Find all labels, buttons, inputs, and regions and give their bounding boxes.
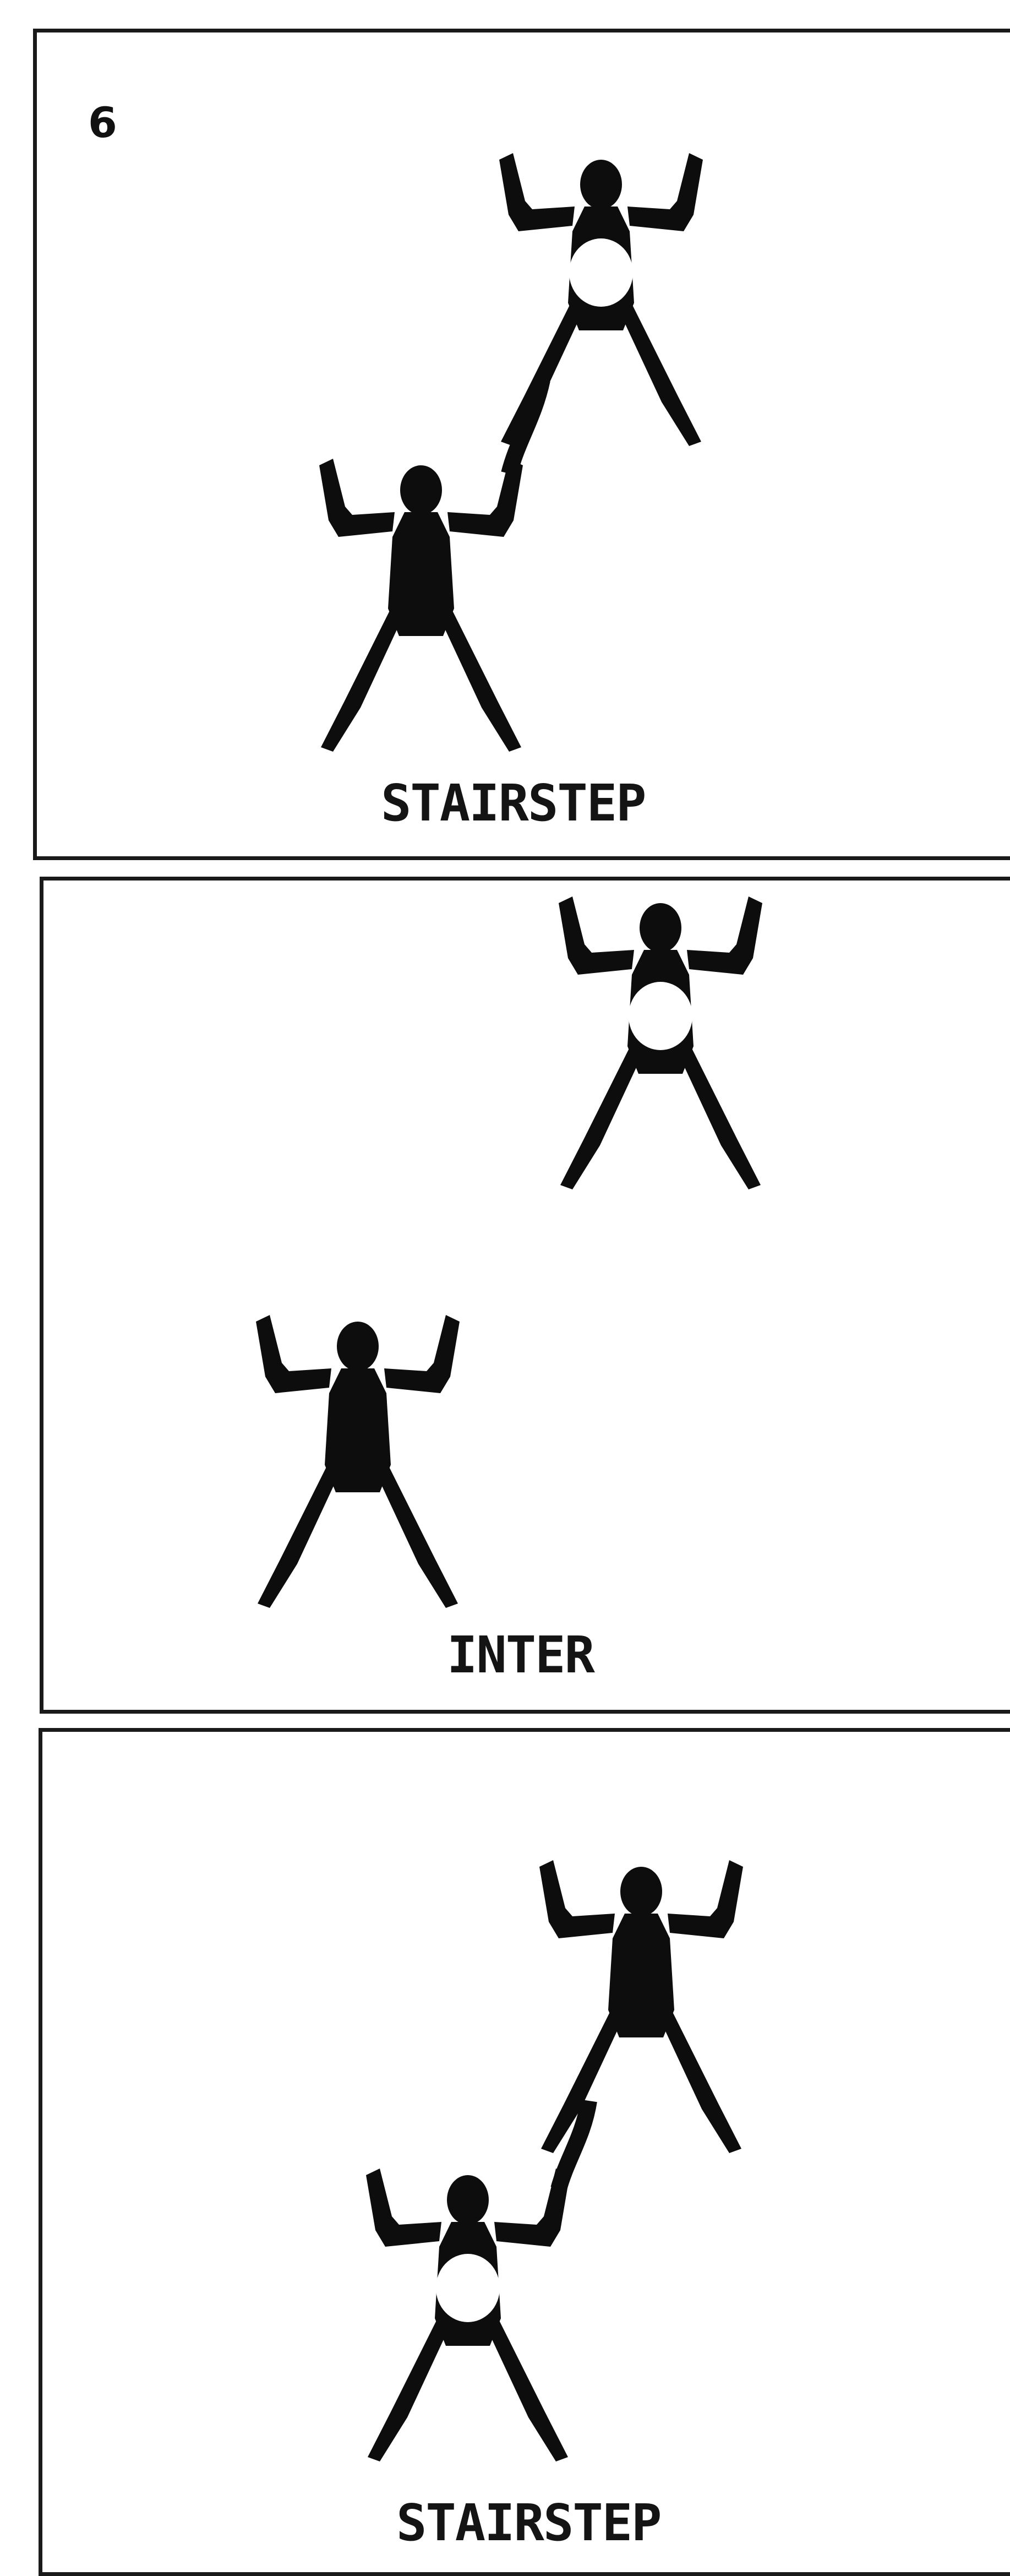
caption-inter: INTER bbox=[447, 1626, 594, 1684]
caption-stairstep-2: STAIRSTEP bbox=[396, 2493, 661, 2552]
chest-marker bbox=[569, 238, 633, 307]
jumper-1-lower bbox=[319, 459, 523, 752]
jumper-3-upper bbox=[539, 1860, 743, 2153]
jumper-2-upper bbox=[559, 896, 762, 1189]
jumper-3-lower bbox=[366, 2169, 570, 2461]
chest-marker bbox=[629, 982, 692, 1050]
chest-marker bbox=[436, 2254, 500, 2322]
jumper-2-lower bbox=[256, 1315, 460, 1608]
caption-stairstep-1: STAIRSTEP bbox=[381, 774, 646, 833]
